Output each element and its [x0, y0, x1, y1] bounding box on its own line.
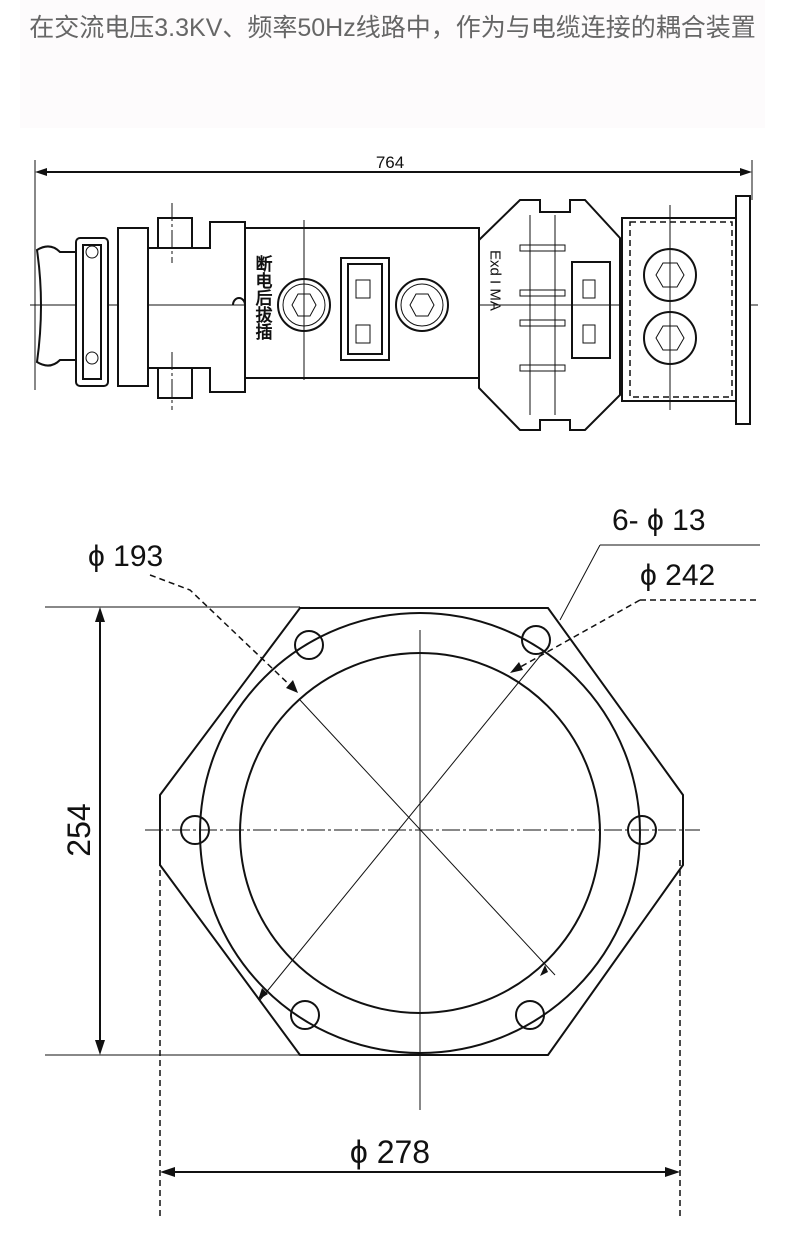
bolt-holes [180, 625, 657, 1030]
caption-panel: 在交流电压3.3KV、频率50Hz线路中，作为与电缆连接的耦合装置 [20, 0, 765, 128]
ex-marking: Exd I MA [487, 250, 504, 311]
height-dimension: 254 [61, 803, 97, 856]
interlock-plate [340, 257, 390, 361]
plug-end [35, 245, 77, 367]
top-lug [157, 217, 193, 249]
inner-diameter-label: ϕ 193 [88, 540, 163, 573]
end-flange [735, 195, 751, 425]
bottom-lug [157, 367, 193, 399]
warning-text: 断电后拔插 [253, 254, 273, 341]
holes-label: 6- ϕ 13 [612, 504, 706, 537]
junction-box [621, 217, 737, 402]
width-dimension: ϕ 278 [350, 1134, 430, 1170]
flange-view: ϕ 193 6- ϕ 13 ϕ 242 254 ϕ 278 [45, 504, 760, 1220]
flange-plate [117, 227, 149, 387]
side-view: 764 断电后拔插 Exd I MA [30, 153, 758, 431]
coupling-section [478, 199, 621, 431]
length-dimension: 764 [376, 153, 404, 172]
octagon-flange [159, 607, 684, 1056]
main-body [244, 227, 480, 379]
caption-text: 在交流电压3.3KV、频率50Hz线路中，作为与电缆连接的耦合装置 [29, 14, 756, 42]
bolt-circle-label: ϕ 242 [640, 559, 715, 592]
